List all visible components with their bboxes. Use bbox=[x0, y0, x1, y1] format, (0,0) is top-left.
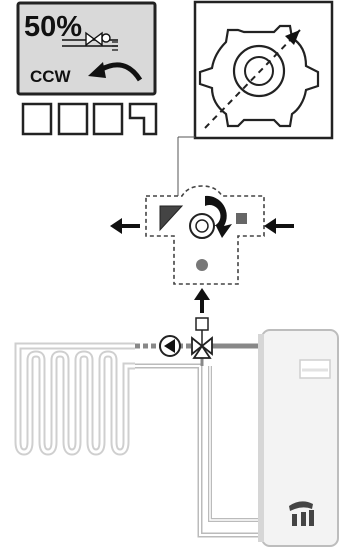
piping bbox=[135, 343, 262, 538]
flow-in-right-arrow-icon bbox=[264, 218, 276, 234]
actuator-detail bbox=[177, 0, 334, 196]
pipeline-mixing-valve-icon bbox=[191, 317, 213, 359]
position-arrow-icon bbox=[285, 30, 300, 45]
valve-actuator-box bbox=[195, 317, 209, 331]
mixing-valve bbox=[145, 185, 265, 285]
valve-position-line bbox=[204, 29, 301, 129]
display-percent: 50% bbox=[24, 11, 82, 43]
valve-port-left-icon bbox=[159, 205, 184, 232]
controller-buttons bbox=[21, 102, 158, 136]
flow-arrows bbox=[110, 218, 294, 313]
flow-in-bottom-arrow-icon bbox=[194, 288, 210, 300]
display-direction: CCW bbox=[30, 67, 72, 86]
valve-port-bottom-icon bbox=[196, 259, 208, 271]
controller-button-1[interactable] bbox=[21, 102, 53, 136]
display-valve-symbol-icon bbox=[62, 31, 118, 51]
controller-button-2[interactable] bbox=[57, 102, 89, 136]
controller-display: 50% CCW bbox=[16, 1, 157, 96]
boiler-logo-icon bbox=[289, 501, 314, 526]
flow-out-left-arrow-icon bbox=[110, 218, 122, 234]
boiler bbox=[258, 329, 339, 547]
valve-port-right-icon bbox=[236, 213, 247, 224]
circulation-pump-icon bbox=[159, 335, 181, 357]
underfloor-heating-loop bbox=[14, 342, 135, 456]
valve-rotation-icon bbox=[205, 195, 227, 226]
controller-button-4[interactable] bbox=[128, 102, 158, 136]
controller-button-3[interactable] bbox=[92, 102, 124, 136]
ccw-arrow-icon bbox=[88, 62, 143, 82]
